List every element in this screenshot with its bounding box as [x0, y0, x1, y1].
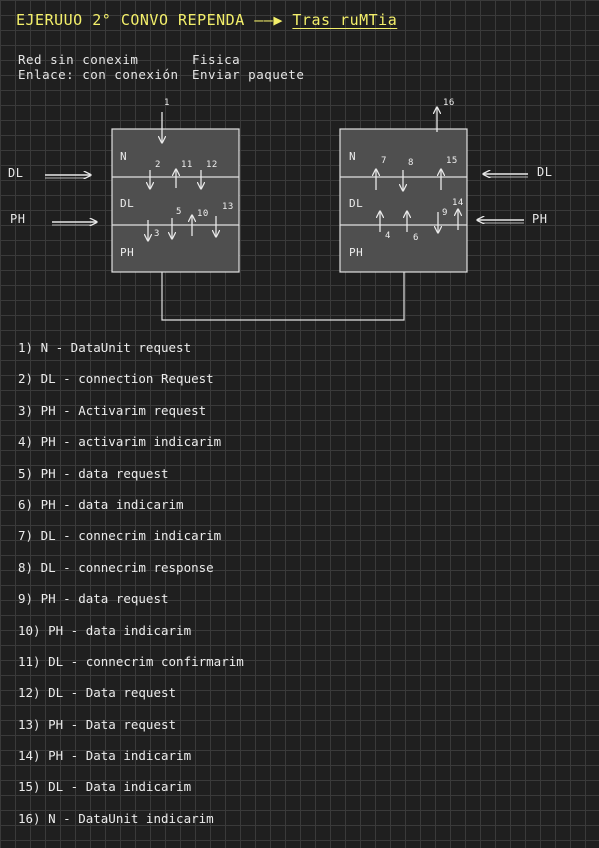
num-2: 2 [155, 160, 161, 170]
list-item: 4) PH - activarim indicarim [18, 434, 222, 450]
note-right-1: Fisica [192, 52, 241, 67]
left-box-dl-label: DL [120, 197, 135, 210]
list-item: 3) PH - Activarim request [18, 402, 207, 418]
list-item: 13) PH - Data request [18, 716, 177, 732]
note-left-1: Red sin conexim [18, 52, 139, 67]
num-3: 3 [154, 229, 160, 239]
title-accent: Tras ruMTia [292, 11, 398, 29]
left-stack-box [111, 128, 240, 273]
list-item: 6) PH - data indicarim [18, 496, 184, 512]
list-item: 2) DL - connection Request [18, 371, 214, 387]
title-arrow-icon: ——▶ [254, 11, 283, 29]
list-item: 16) N - DataUnit indicarim [18, 810, 214, 826]
page-title: EJERUUO 2° CONVO REPENDA ——▶ Tras ruMTia [16, 11, 397, 29]
list-item: 9) PH - data request [18, 591, 169, 607]
list-item: 5) PH - data request [18, 465, 169, 481]
list-item: 7) DL - connecrim indicarim [18, 528, 222, 544]
steps-list: 1) N - DataUnit request 2) DL - connecti… [18, 338, 418, 840]
right-box-n-label: N [349, 150, 357, 163]
num-13: 13 [222, 202, 234, 212]
list-item: 12) DL - Data request [18, 685, 177, 701]
right-stack-box [339, 128, 468, 273]
list-item: 11) DL - connecrim confirmarim [18, 653, 244, 669]
num-11: 11 [181, 160, 193, 170]
right-box-ph-label: PH [349, 246, 364, 259]
list-item: 8) DL - connecrim response [18, 559, 214, 575]
num-4: 4 [385, 231, 391, 241]
list-item: 10) PH - data indicarim [18, 622, 192, 638]
left-box-n-label: N [120, 150, 128, 163]
physical-link-line [161, 272, 405, 321]
right-box-dl-label: DL [349, 197, 364, 210]
num-8: 8 [408, 158, 414, 168]
list-item: 14) PH - Data indicarim [18, 748, 192, 764]
num-16: 16 [443, 98, 455, 108]
right-side-dl-label: DL [537, 165, 553, 179]
num-7: 7 [381, 156, 387, 166]
left-side-ph-label: PH [10, 212, 26, 226]
num-10: 10 [197, 209, 209, 219]
title-prefix: EJERUUO 2° CONVO REPENDA [16, 11, 245, 29]
left-box-ph-label: PH [120, 246, 135, 259]
num-9: 9 [442, 208, 448, 218]
left-side-dl-label: DL [8, 166, 24, 180]
list-item: 15) DL - Data indicarim [18, 779, 192, 795]
note-left-2: Enlace: con conexión [18, 67, 179, 82]
note-right-2: Enviar paquete [192, 67, 305, 82]
num-12: 12 [206, 160, 218, 170]
list-item: 1) N - DataUnit request [18, 340, 192, 355]
num-15: 15 [446, 156, 458, 166]
num-6: 6 [413, 233, 419, 243]
right-side-ph-label: PH [532, 212, 548, 226]
num-1: 1 [164, 98, 170, 108]
num-14: 14 [452, 198, 464, 208]
num-5: 5 [176, 207, 182, 217]
